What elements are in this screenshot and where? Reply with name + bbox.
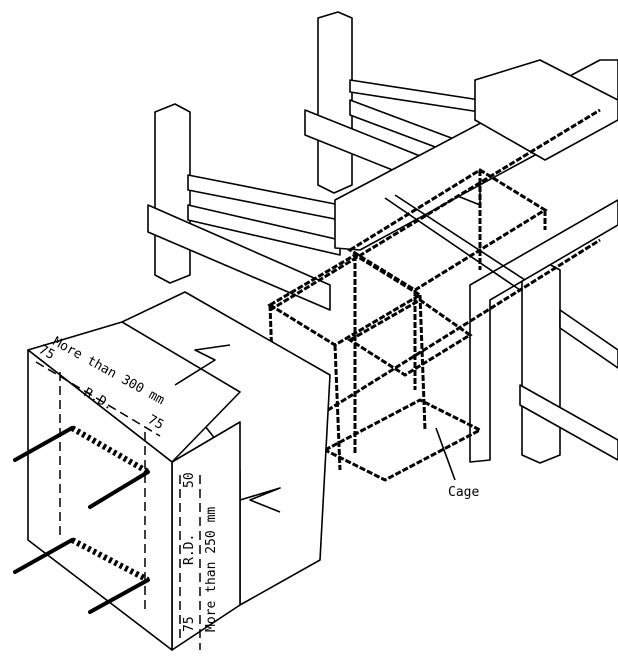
label-side-height: More than 250 mm: [204, 507, 219, 632]
label-side-cover-top: 50: [182, 472, 197, 488]
label-side-cover-bottom: 75: [182, 616, 197, 632]
label-top-cover-left: 75: [36, 342, 57, 363]
dimension-lines: [35, 361, 456, 650]
label-cage: Cage: [448, 485, 479, 500]
formwork-braces: [147, 79, 618, 461]
rebars: [13, 425, 150, 614]
label-side-rd: R.D.: [182, 534, 197, 565]
reinforcement-cage: [267, 108, 601, 482]
label-top-cover-right: 75: [145, 412, 166, 433]
formwork-side-panels: [334, 59, 618, 463]
